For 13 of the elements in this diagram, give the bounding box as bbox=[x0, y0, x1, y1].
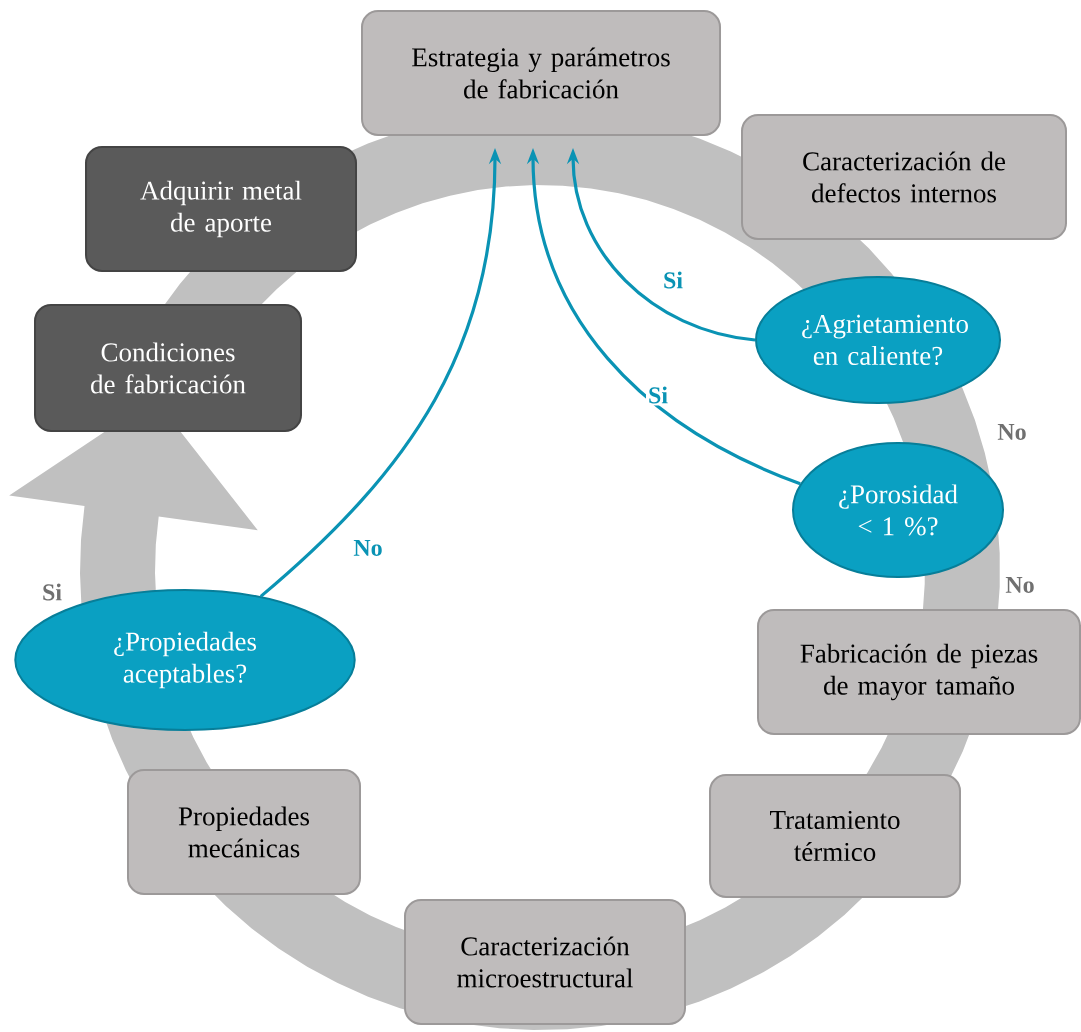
process-box: Tratamiento térmico bbox=[709, 774, 961, 898]
flow-label: No bbox=[995, 422, 1029, 442]
process-box: Propiedades mecánicas bbox=[127, 769, 361, 895]
process-box: Condiciones de fabricación bbox=[34, 304, 302, 432]
edge-label: Si bbox=[646, 384, 670, 406]
process-box: Caracterización microestructural bbox=[404, 899, 686, 1025]
process-box: Adquirir metal de aporte bbox=[85, 146, 357, 272]
process-box: Caracterización de defectos internos bbox=[741, 114, 1067, 240]
edge-label: No bbox=[351, 538, 385, 558]
flow-label: No bbox=[1003, 575, 1037, 595]
edge-label: Si bbox=[661, 269, 685, 291]
process-box: Fabricación de piezas de mayor tamaño bbox=[757, 609, 1081, 735]
process-box: Estrategia y parámetros de fabricación bbox=[361, 10, 721, 136]
